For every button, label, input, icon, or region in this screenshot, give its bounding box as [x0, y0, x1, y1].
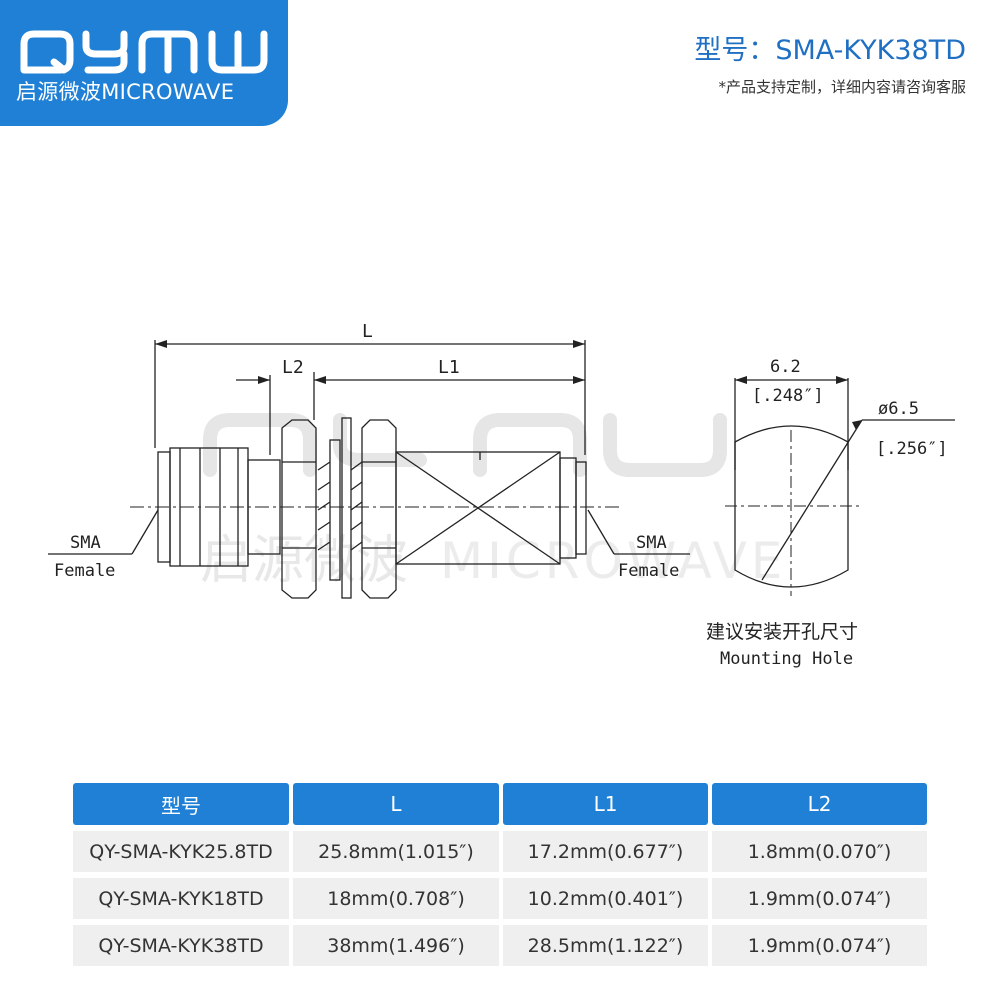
- hole-caption-cn: 建议安装开孔尺寸: [706, 621, 858, 643]
- connector-drawing: L L2 L1 SMA Female SMA Female 6.2 [.248″…: [48, 321, 955, 669]
- spec-table: 型号 L L1 L2 QY-SMA-KYK25.8TD 25.8mm(1.015…: [73, 783, 927, 972]
- table-row: QY-SMA-KYK25.8TD 25.8mm(1.015″) 17.2mm(0…: [73, 831, 927, 872]
- header-L: L: [293, 783, 499, 825]
- row-L2: 1.9mm(0.074″): [712, 878, 927, 919]
- header-L2: L2: [712, 783, 927, 825]
- hole-width-inch: [.248″]: [752, 386, 824, 406]
- row-L2: 1.9mm(0.074″): [712, 925, 927, 966]
- dim-L2-label: L2: [282, 357, 304, 378]
- table-row: QY-SMA-KYK18TD 18mm(0.708″) 10.2mm(0.401…: [73, 878, 927, 919]
- hole-width: 6.2: [770, 357, 801, 377]
- left-connector-gender: Female: [54, 561, 115, 581]
- row-L: 25.8mm(1.015″): [293, 831, 499, 872]
- brand-logo: 启源微波MICROWAVE: [0, 0, 288, 126]
- dim-L1-label: L1: [438, 357, 460, 378]
- table-header-row: 型号 L L1 L2: [73, 783, 927, 825]
- header-model: 型号: [73, 783, 289, 825]
- row-L1: 28.5mm(1.122″): [503, 925, 708, 966]
- header-L1: L1: [503, 783, 708, 825]
- row-L2: 1.8mm(0.070″): [712, 831, 927, 872]
- qymw-logo-icon: [20, 30, 268, 74]
- right-connector-type: SMA: [636, 533, 667, 553]
- row-L: 38mm(1.496″): [293, 925, 499, 966]
- left-connector-type: SMA: [70, 533, 101, 553]
- dim-L-label: L: [362, 321, 373, 342]
- row-L: 18mm(0.708″): [293, 878, 499, 919]
- right-connector-gender: Female: [618, 561, 679, 581]
- hole-diameter: ø6.5: [878, 399, 919, 419]
- row-L1: 17.2mm(0.677″): [503, 831, 708, 872]
- hole-diameter-inch: [.256″]: [876, 439, 948, 459]
- brand-subtitle: 启源微波MICROWAVE: [16, 80, 235, 104]
- row-model: QY-SMA-KYK38TD: [73, 925, 289, 966]
- table-row: QY-SMA-KYK38TD 38mm(1.496″) 28.5mm(1.122…: [73, 925, 927, 966]
- row-model: QY-SMA-KYK25.8TD: [73, 831, 289, 872]
- row-model: QY-SMA-KYK18TD: [73, 878, 289, 919]
- row-L1: 10.2mm(0.401″): [503, 878, 708, 919]
- customization-note: *产品支持定制，详细内容请咨询客服: [718, 78, 966, 96]
- hole-caption-en: Mounting Hole: [720, 649, 853, 669]
- model-title: 型号：SMA-KYK38TD: [694, 35, 966, 66]
